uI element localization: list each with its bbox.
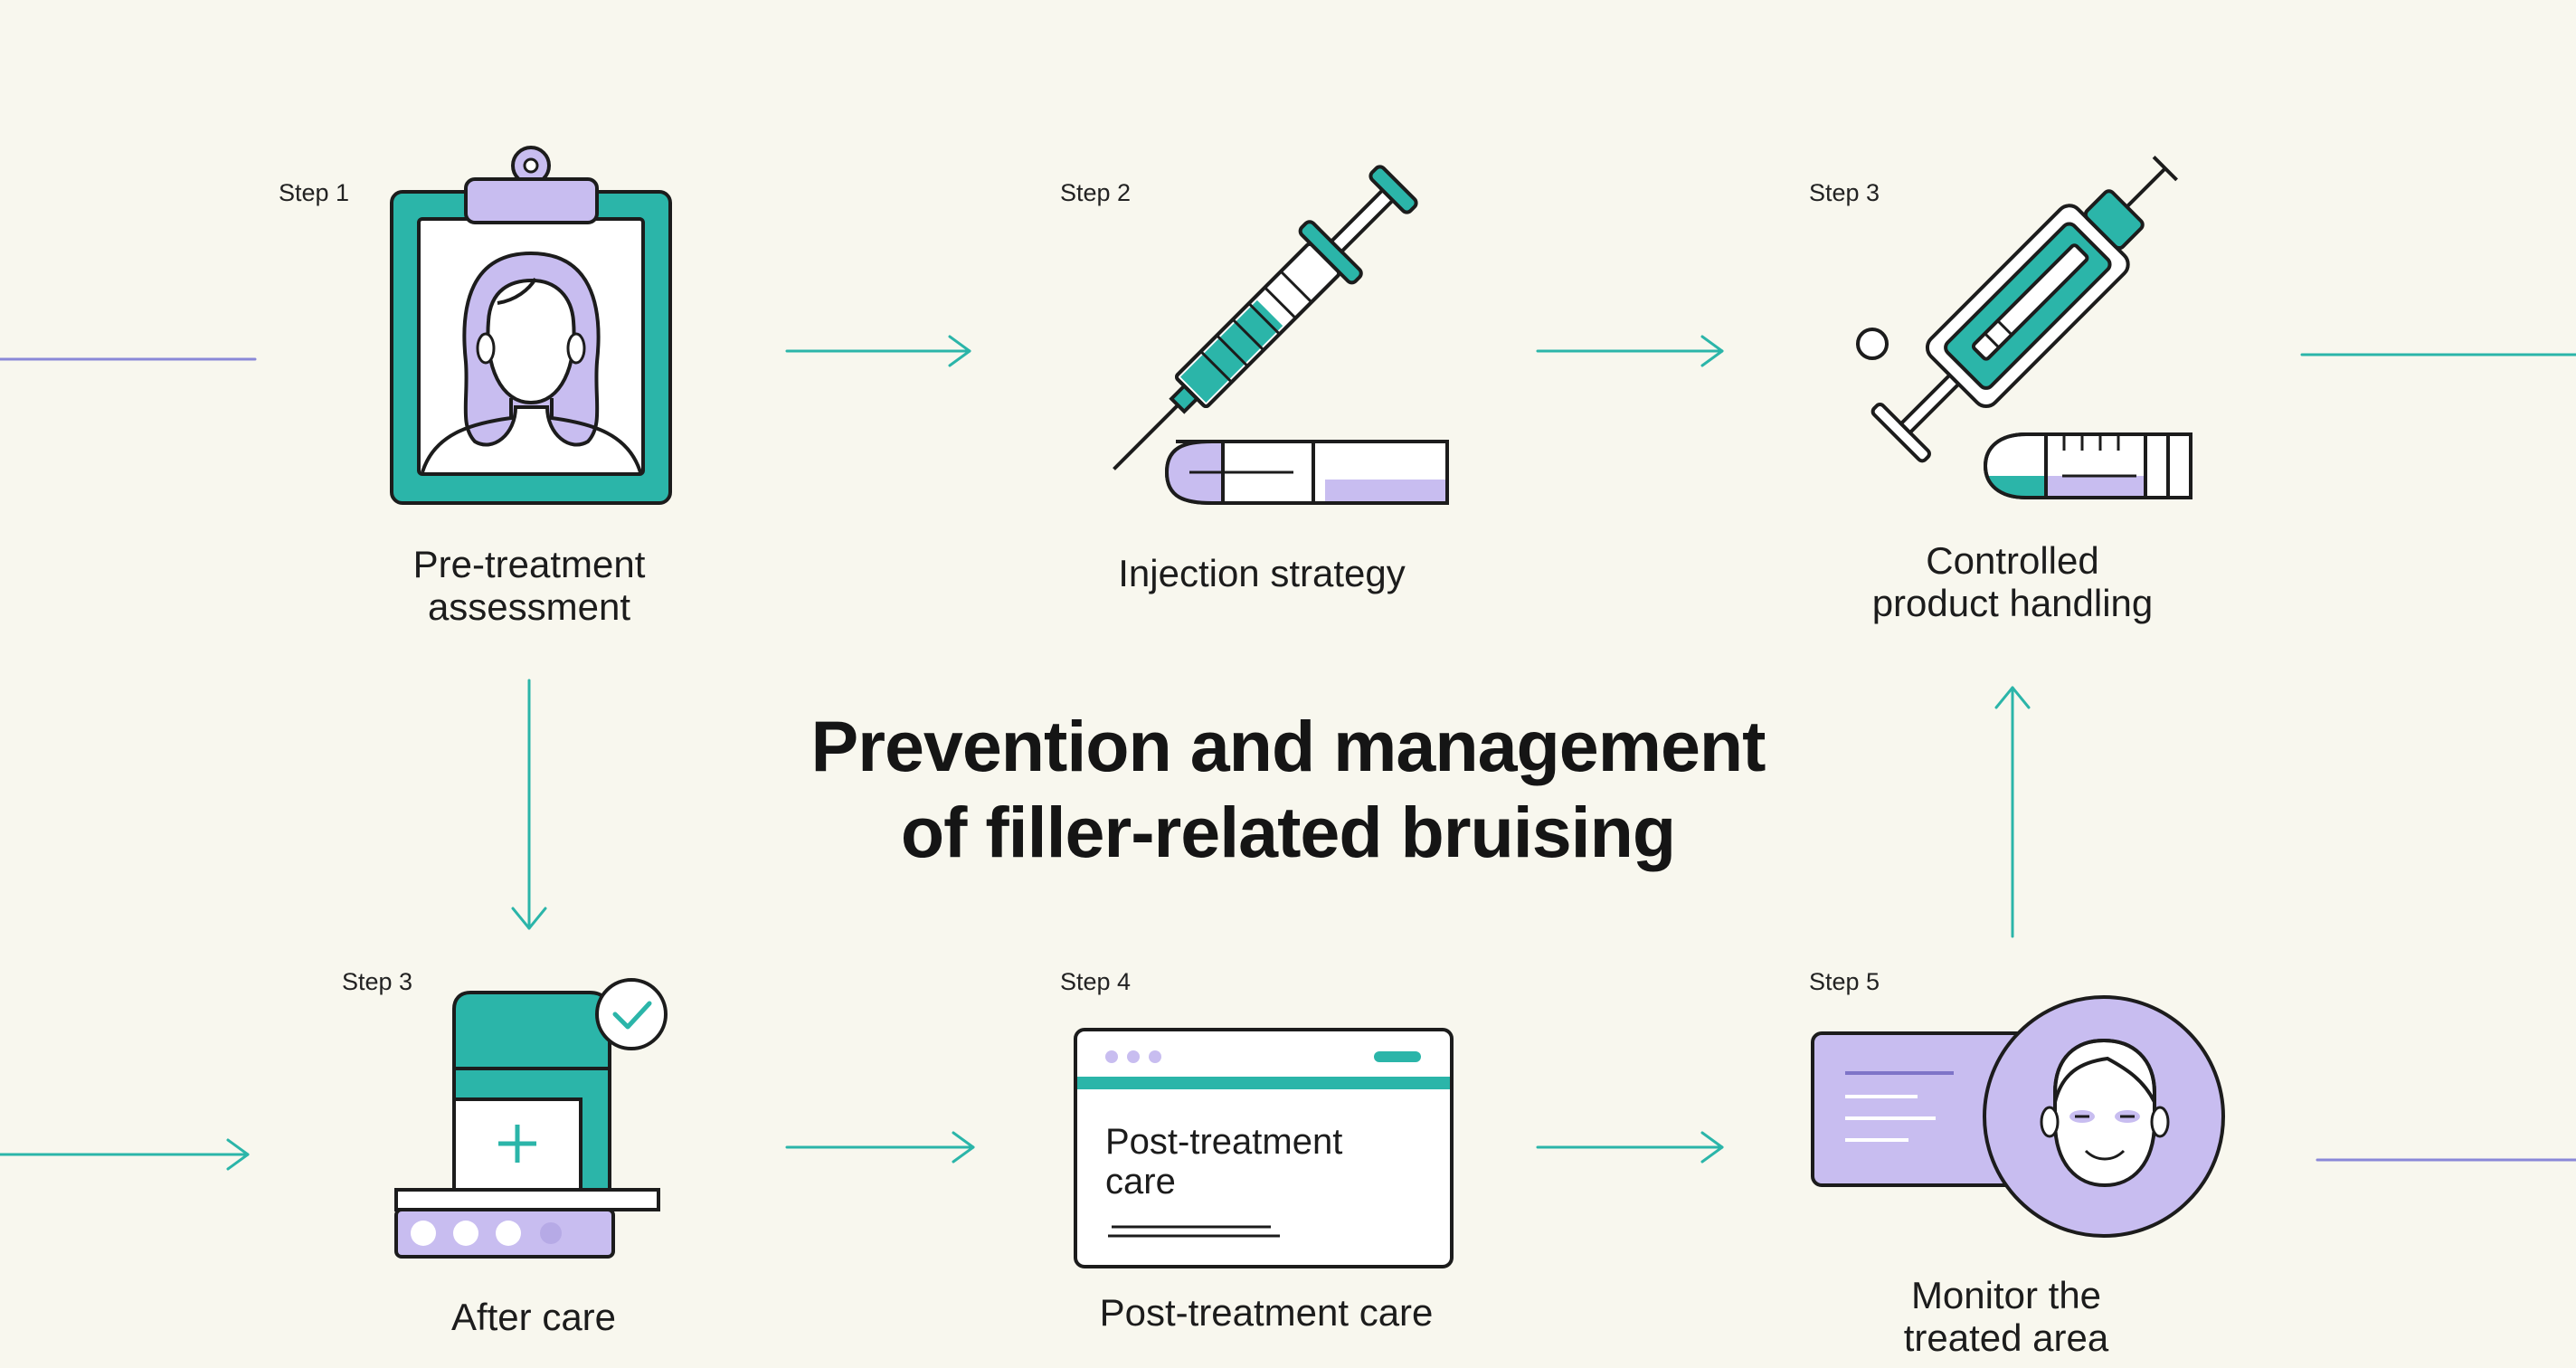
arrow-step4-to-step5 xyxy=(1536,1131,1724,1164)
arrow-down-step1-to-aftercare xyxy=(511,679,547,930)
check-icon xyxy=(612,1001,652,1030)
clipboard-patient-icon xyxy=(390,146,672,505)
step-3-caption-line1: Controlled xyxy=(1926,539,2099,582)
step-1-caption-line2: assessment xyxy=(427,585,631,629)
step-aftercare-label: Step 3 xyxy=(342,968,413,995)
step-5-caption-line2: treated area xyxy=(1903,1316,2109,1360)
step-5-caption: Monitor the treated area xyxy=(1825,1274,2187,1359)
step-2-caption-line1: Injection strategy xyxy=(1118,552,1406,594)
syringe-handling-icon xyxy=(1856,156,2192,499)
arrow-step1-to-step2 xyxy=(785,335,971,367)
step-aftercare-caption-line1: After care xyxy=(450,1296,617,1338)
step-1-label: Step 1 xyxy=(279,179,350,206)
diagram-title: Prevention and management of filler-rela… xyxy=(700,704,1876,876)
aftercare-kit-icon xyxy=(394,978,668,1259)
arrow-step2-to-step3 xyxy=(1536,335,1724,367)
step-2-caption: Injection strategy xyxy=(1036,552,1488,594)
browser-card-line2: care xyxy=(1105,1162,1176,1202)
arrow-left-edge-to-aftercare xyxy=(0,1138,250,1171)
browser-window-icon xyxy=(1074,1028,1454,1268)
arrow-up-step5-to-step3 xyxy=(1994,686,2031,938)
arrow-aftercare-to-step4 xyxy=(785,1131,975,1164)
step-1-caption: Pre-treatment assessment xyxy=(348,543,710,628)
step-2-label: Step 2 xyxy=(1060,179,1132,206)
step-1-caption-line1: Pre-treatment xyxy=(412,543,646,585)
step-5-label: Step 5 xyxy=(1809,968,1880,995)
step-4-caption: Post-treatment care xyxy=(1040,1291,1492,1334)
step-4-label: Step 4 xyxy=(1060,968,1132,995)
title-line-1: Prevention and management xyxy=(810,706,1766,786)
step-3-label: Step 3 xyxy=(1809,179,1880,206)
step-4-caption-line1: Post-treatment care xyxy=(1099,1291,1434,1334)
step-3-caption-line2: product handling xyxy=(1871,582,2154,625)
browser-card-text: Post-treatment care xyxy=(1105,1122,1342,1202)
step-5-caption-line1: Monitor the xyxy=(1910,1274,2102,1316)
browser-card-line1: Post-treatment xyxy=(1105,1122,1343,1162)
step-3-caption: Controlled product handling xyxy=(1832,539,2193,624)
monitor-face-icon xyxy=(1811,995,2225,1238)
step-aftercare-caption: After care xyxy=(353,1296,715,1338)
title-line-2: of filler-related bruising xyxy=(900,791,1676,872)
syringe-vial-icon xyxy=(1113,165,1449,505)
